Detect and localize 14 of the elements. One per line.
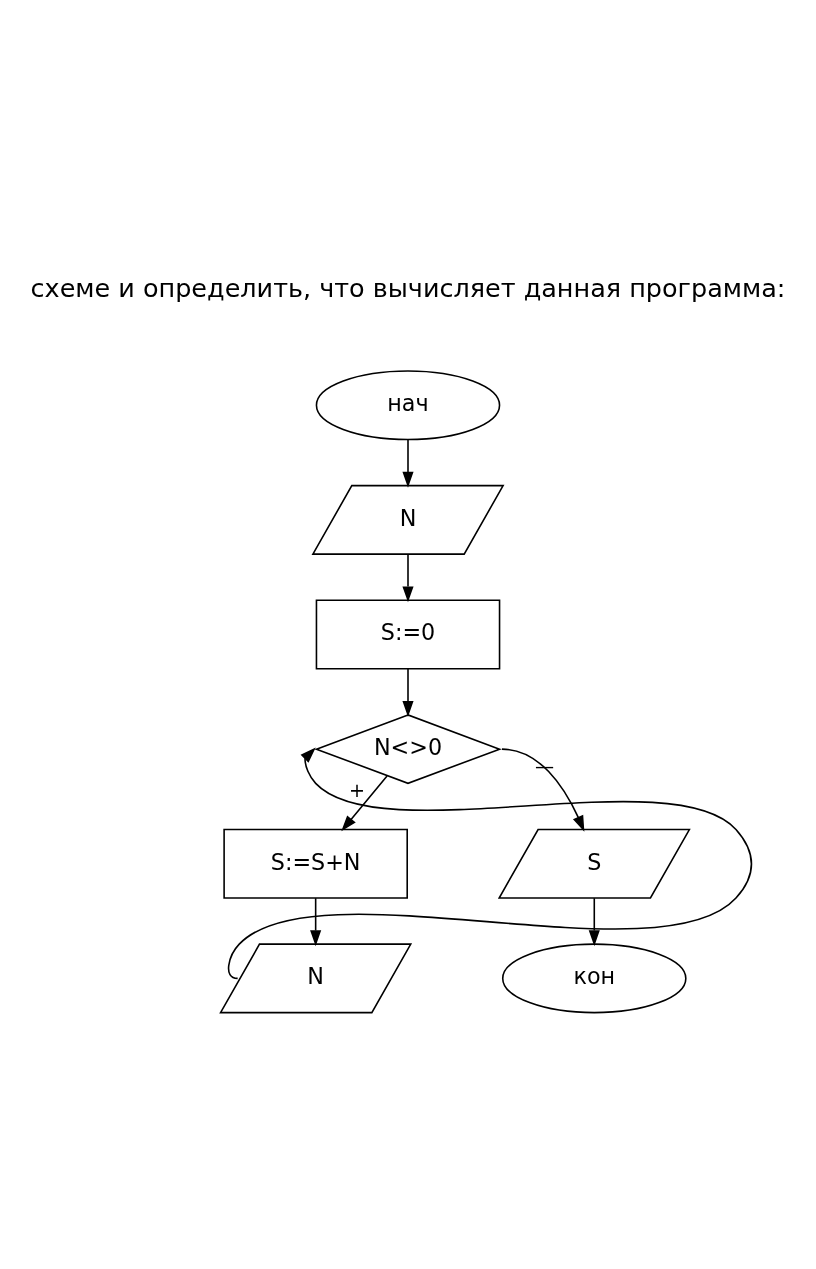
arrow bbox=[402, 553, 414, 603]
label: схеме и определить, что вычисляет данная программа: bbox=[30, 272, 786, 303]
node-ellipse: нач bbox=[315, 370, 501, 441]
arrow bbox=[341, 775, 388, 832]
node-diamond: N<>0 bbox=[314, 714, 502, 785]
arrow bbox=[402, 668, 414, 717]
arrow bbox=[227, 747, 753, 980]
node-box: S:=S+N bbox=[223, 828, 408, 899]
arrow bbox=[501, 748, 585, 832]
arrow bbox=[402, 438, 414, 488]
node-box: S:=0 bbox=[315, 599, 501, 670]
arrow bbox=[310, 897, 322, 947]
node-ellipse: кон bbox=[501, 943, 687, 1014]
arrow bbox=[588, 897, 600, 947]
